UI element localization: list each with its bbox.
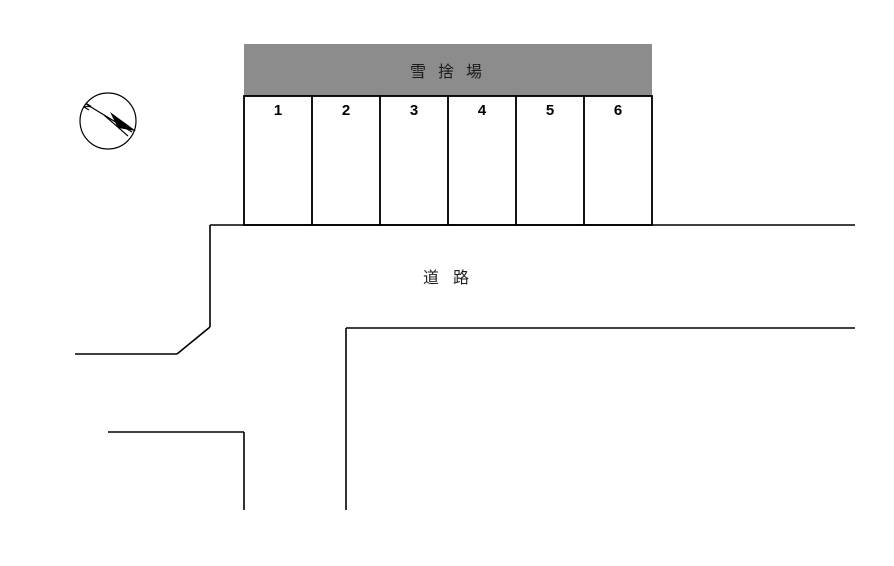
parking-space-number: 4 <box>478 102 487 119</box>
parking-space-number: 1 <box>274 102 282 119</box>
snow-dump-label: 雪捨場 <box>410 62 494 81</box>
north-arrow-icon: N <box>79 92 137 150</box>
parking-space-number: 3 <box>410 102 418 119</box>
road-corner-chamfer <box>176 326 211 355</box>
road-outline <box>75 224 855 510</box>
parking-space-number: 6 <box>614 102 622 119</box>
compass-north-letter: N <box>82 101 94 112</box>
snow-dump-area <box>244 44 652 96</box>
road-label: 道路 <box>423 268 483 287</box>
parking-space-number: 5 <box>546 102 554 119</box>
parking-space-number: 2 <box>342 102 350 119</box>
parking-spaces: 1 2 3 4 5 6 <box>243 95 653 226</box>
